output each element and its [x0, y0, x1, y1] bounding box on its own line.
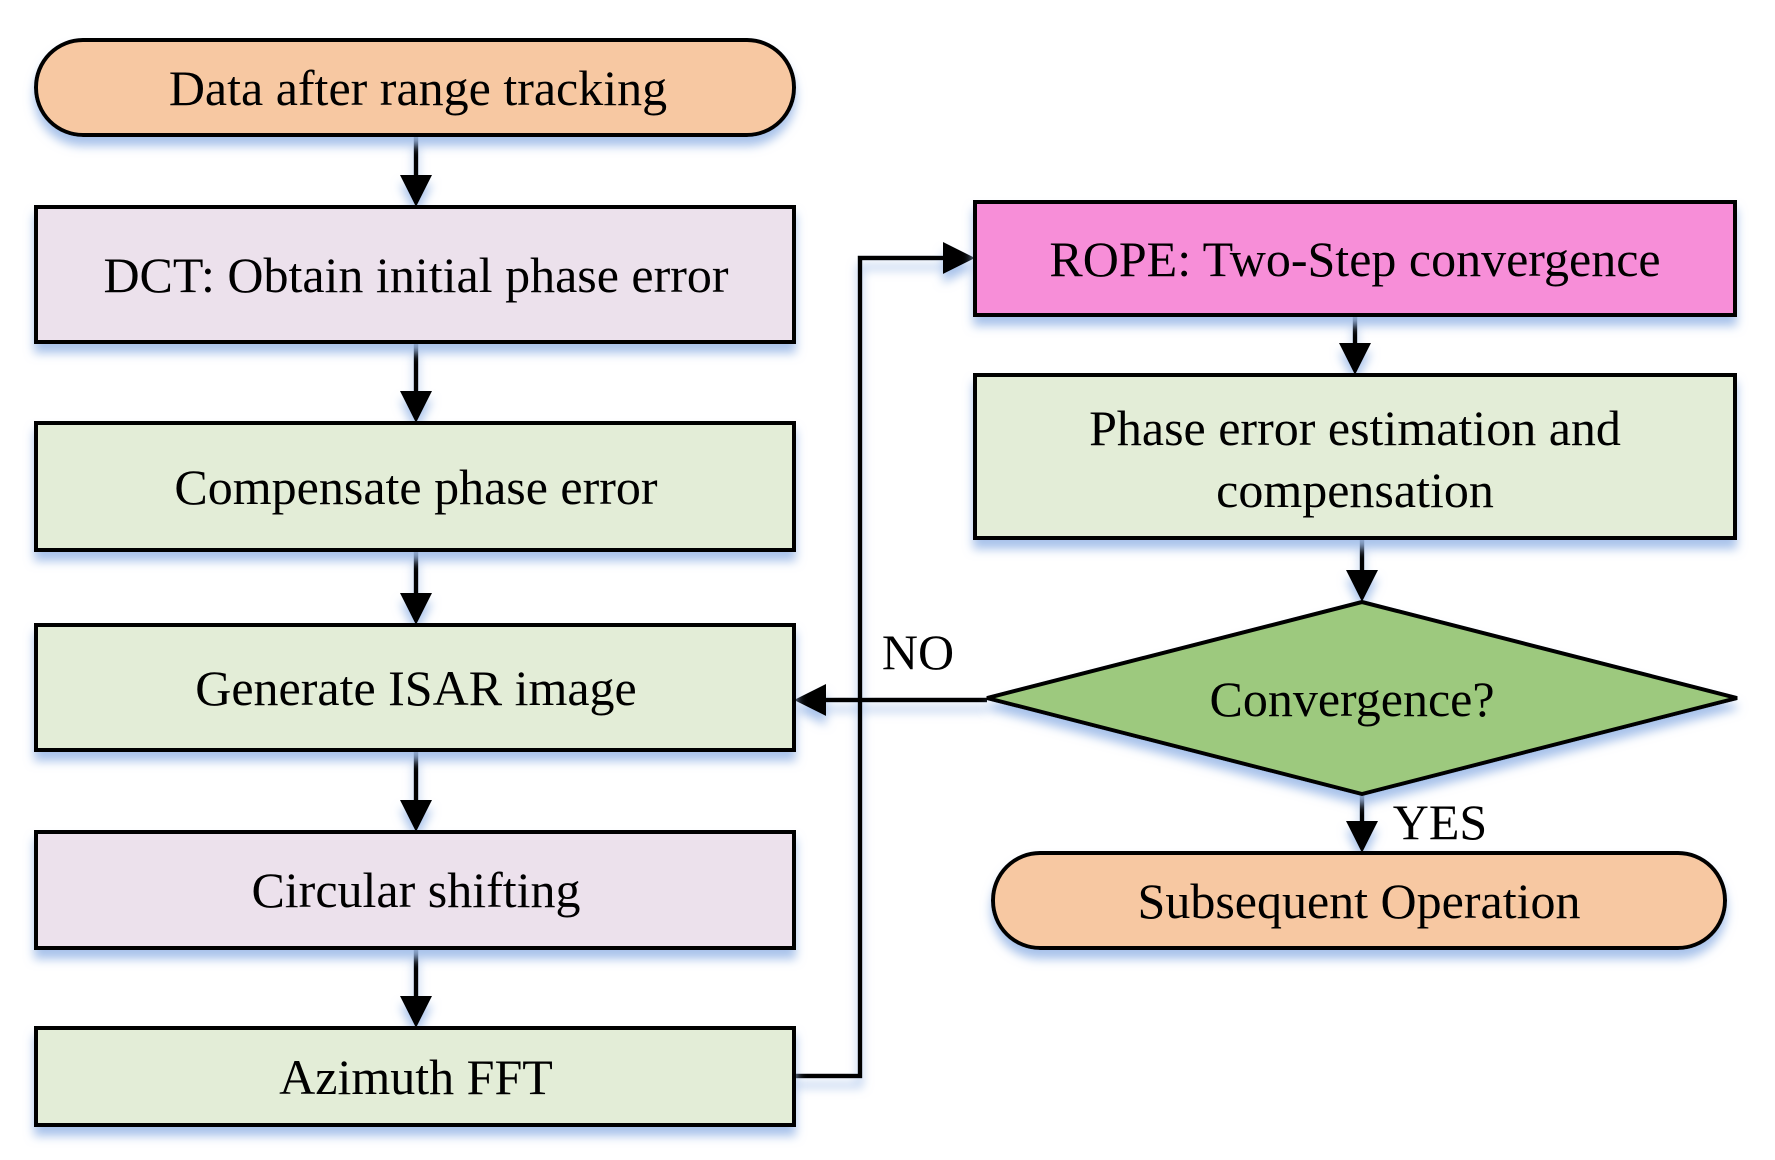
node-dct-shape — [34, 205, 796, 344]
node-subsequent-operation-shape — [991, 851, 1727, 950]
node-generate-isar-label: Generate ISAR image — [195, 660, 637, 716]
node-phase-estimation-label-line2: compensation — [1216, 462, 1494, 518]
node-compensate-shape — [34, 421, 796, 552]
arrowhead-convergence-no — [794, 684, 826, 716]
node-subsequent-operation-label: Subsequent Operation — [1138, 873, 1581, 929]
node-azimuth-fft-shape — [34, 1026, 796, 1127]
node-start-label: Data after range tracking — [169, 60, 667, 116]
arrowhead-circular-to-azimuth — [400, 996, 432, 1028]
arrowhead-start-to-dct — [400, 175, 432, 207]
node-circular-shifting-label: Circular shifting — [251, 862, 580, 918]
edge-label-yes: YES — [1393, 794, 1487, 850]
node-start-shape — [34, 38, 796, 137]
node-azimuth-fft-label: Azimuth FFT — [279, 1049, 553, 1105]
edge-azimuth-to-rope — [794, 255, 945, 1079]
node-convergence-shape — [986, 599, 1738, 797]
arrowhead-convergence-yes — [1346, 821, 1378, 853]
node-subsequent-operation: Subsequent Operation — [991, 851, 1727, 950]
node-convergence-label: Convergence? — [1209, 671, 1494, 727]
node-dct-label: DCT: Obtain initial phase error — [103, 247, 728, 303]
flowchart-edges — [400, 135, 1378, 1079]
node-generate-isar: Generate ISAR image — [34, 623, 796, 752]
node-circular-shifting-shape — [34, 830, 796, 950]
arrowhead-isar-to-circular — [400, 800, 432, 832]
arrowhead-azimuth-to-rope — [943, 242, 975, 274]
node-dct: DCT: Obtain initial phase error — [34, 205, 796, 344]
node-circular-shifting: Circular shifting — [34, 830, 796, 950]
node-rope-shape — [973, 200, 1737, 317]
node-rope-label: ROPE: Two-Step convergence — [1049, 231, 1660, 287]
arrowhead-dct-to-compensate — [400, 391, 432, 423]
node-phase-estimation-shape — [973, 373, 1737, 540]
node-phase-estimation-label-line1: Phase error estimation and — [1089, 400, 1621, 456]
node-convergence-decision: Convergence? — [986, 599, 1738, 797]
arrowhead-compensate-to-isar — [400, 593, 432, 625]
node-azimuth-fft: Azimuth FFT — [34, 1026, 796, 1127]
node-phase-estimation: Phase error estimation and compensation — [973, 373, 1737, 540]
edge-label-no: NO — [882, 624, 954, 680]
node-start: Data after range tracking — [34, 38, 796, 137]
node-compensate-label: Compensate phase error — [174, 459, 658, 515]
node-rope: ROPE: Two-Step convergence — [973, 200, 1737, 317]
arrowhead-phase-to-convergence — [1346, 570, 1378, 602]
node-compensate: Compensate phase error — [34, 421, 796, 552]
arrowhead-rope-to-phase — [1339, 343, 1371, 375]
node-generate-isar-shape — [34, 623, 796, 752]
